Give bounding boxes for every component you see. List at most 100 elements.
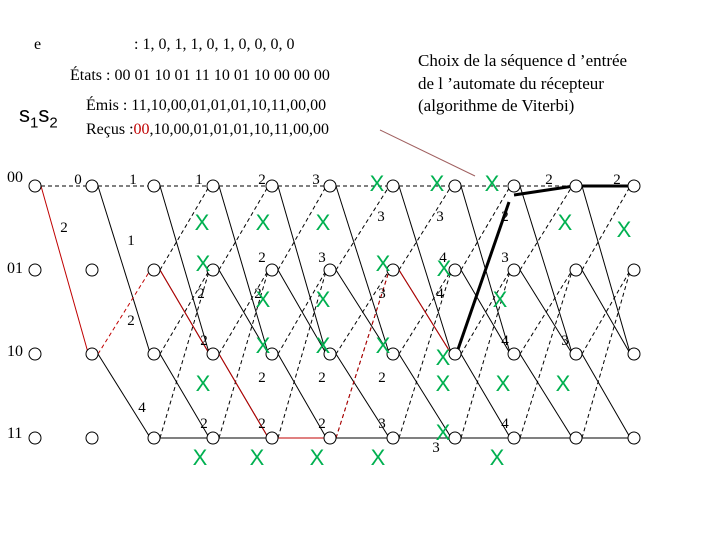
eliminated-mark: X [316, 210, 331, 235]
path-metric: 3 [377, 209, 385, 225]
branch-solid [218, 269, 269, 355]
eliminated-mark: X [430, 171, 445, 196]
trellis-node [507, 263, 521, 277]
branch-solid [97, 353, 151, 439]
eliminated-mark: X [316, 287, 331, 312]
received-sequence: Reçus :00,10,00,01,01,01,10,11,00,00 [86, 121, 329, 138]
path-metric: 4 [138, 400, 146, 416]
path-metric: 2 [200, 333, 208, 349]
branch-solid [460, 269, 511, 355]
trellis-node [265, 347, 279, 361]
eliminated-mark: X [196, 371, 211, 396]
branch-dashed [398, 185, 452, 271]
state-variables-label: s1s2 [19, 102, 58, 132]
eliminated-mark: X [496, 371, 511, 396]
eliminated-mark: X [256, 210, 271, 235]
trellis-node [569, 431, 583, 445]
path-metric: 2 [545, 172, 553, 188]
path-metric: 4 [436, 286, 444, 302]
path-metric: 2 [318, 416, 326, 432]
trellis-node [85, 431, 99, 445]
trellis-node [147, 431, 161, 445]
trellis-node [569, 263, 583, 277]
path-metric: 2 [318, 370, 326, 386]
trellis-node [569, 179, 583, 193]
branch-solid [581, 185, 631, 355]
trellis-node [28, 347, 42, 361]
branch-dashed [159, 185, 210, 271]
path-metric: 0 [74, 172, 82, 188]
branch-dashed [581, 269, 631, 355]
path-metric: 1 [127, 233, 135, 249]
trellis-node [386, 179, 400, 193]
path-metric: 2 [60, 220, 68, 236]
eliminated-mark: X [376, 333, 391, 358]
path-metric: 1 [129, 172, 137, 188]
trellis-node [28, 263, 42, 277]
input-sequence: : 1, 0, 1, 1, 0, 1, 0, 0, 0, 0 [134, 36, 295, 53]
branch-solid [581, 269, 631, 355]
eliminated-mark: X [310, 445, 325, 470]
eliminated-mark: X [436, 371, 451, 396]
eliminated-mark: X [556, 371, 571, 396]
states-sequence: États : 00 01 10 01 11 10 01 10 00 00 00 [70, 67, 330, 84]
survivor-branch [40, 185, 89, 355]
eliminated-mark: X [436, 420, 451, 445]
path-metric: 3 [561, 333, 569, 349]
branch-solid [460, 353, 511, 439]
path-metric: 3 [378, 416, 386, 432]
branch-dashed [460, 269, 511, 439]
state-label-01: 01 [7, 260, 23, 277]
trellis-node [323, 263, 337, 277]
eliminated-mark: X [195, 210, 210, 235]
trellis-node [323, 179, 337, 193]
state-label-11: 11 [7, 425, 23, 442]
branch-dashed [335, 269, 390, 355]
eliminated-mark: X [193, 445, 208, 470]
branch-solid [398, 353, 452, 439]
survivor-branch [159, 269, 210, 355]
branch-solid [519, 353, 573, 439]
branch-solid [398, 185, 452, 355]
path-metric: 3 [378, 286, 386, 302]
eliminated-mark: X [371, 445, 386, 470]
branch-dashed [277, 269, 327, 439]
trellis-node [507, 179, 521, 193]
eliminated-mark: X [370, 171, 385, 196]
chosen-path-segment [453, 201, 511, 359]
trellis-node [206, 179, 220, 193]
state-label-10: 10 [7, 343, 23, 360]
eliminated-mark: X [485, 171, 500, 196]
trellis-node [28, 179, 42, 193]
path-metric: 4 [501, 416, 509, 432]
eliminated-mark: X [250, 445, 265, 470]
state-label-00: 00 [7, 169, 23, 186]
input-symbol-label: e [34, 36, 42, 53]
path-metric: 2 [258, 370, 266, 386]
eliminated-mark: X [493, 287, 508, 312]
trellis-node [627, 347, 641, 361]
path-metric: 3 [312, 172, 320, 188]
trellis-node [448, 179, 462, 193]
trellis-node [507, 347, 521, 361]
branch-dashed [159, 269, 210, 355]
trellis-node [507, 431, 521, 445]
survivor-branch [97, 269, 151, 355]
trellis-node [85, 347, 99, 361]
trellis-node [147, 347, 161, 361]
survivor-branch [218, 353, 269, 439]
branch-solid [519, 185, 573, 355]
trellis-node [85, 263, 99, 277]
branch-solid [335, 353, 390, 439]
trellis-node [323, 347, 337, 361]
received-error-bits: 00 [133, 121, 150, 138]
trellis-node [627, 179, 641, 193]
note-line-1: Choix de la séquence d ’entrée [418, 51, 628, 70]
branch-solid [335, 185, 390, 355]
branch-solid [277, 269, 327, 355]
path-metric: 2 [254, 286, 262, 302]
path-metric: 3 [501, 250, 509, 266]
path-metric: 2 [258, 250, 266, 266]
branch-dashed [460, 269, 511, 355]
branch-solid [159, 353, 210, 439]
